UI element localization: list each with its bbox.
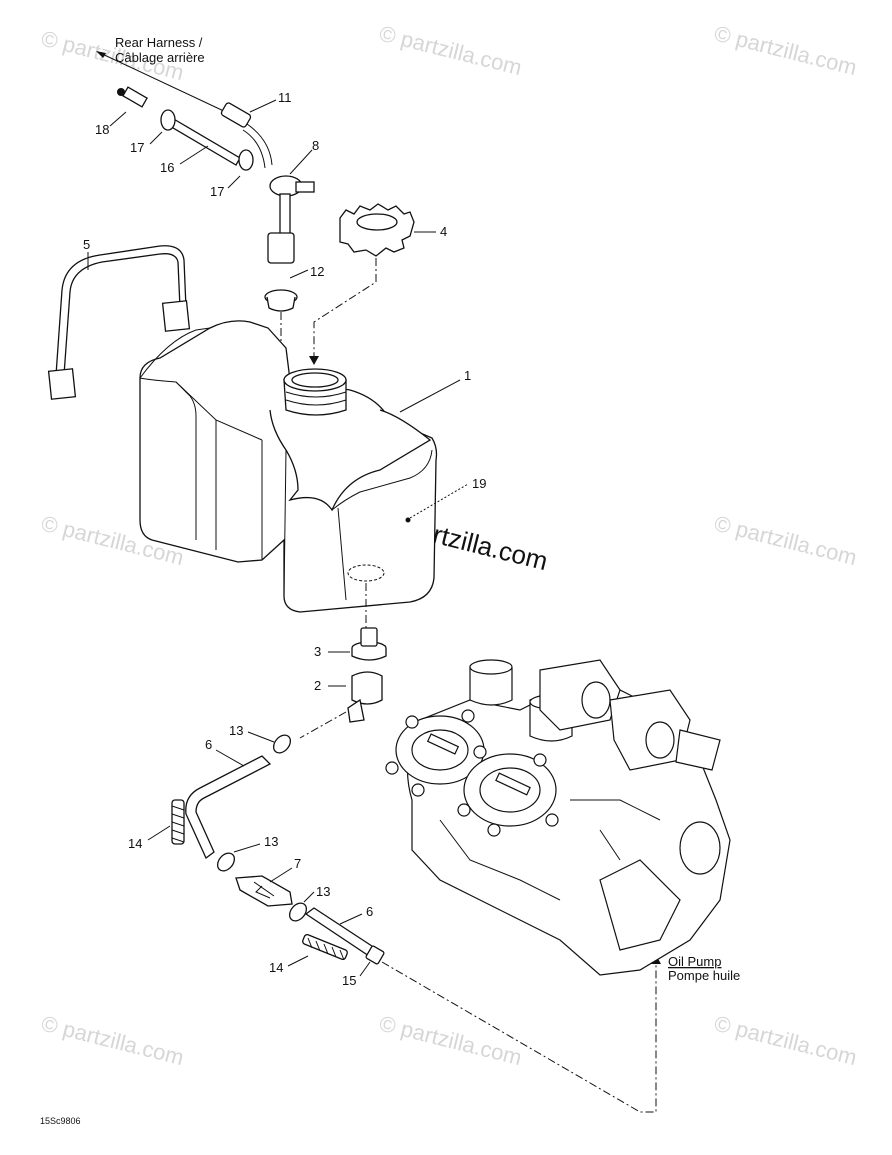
callout-6a: 6 <box>205 737 212 752</box>
vent-valve-8 <box>267 175 315 264</box>
dash-2-to-13 <box>299 711 347 739</box>
watermark-6: © partzilla.com <box>39 1011 187 1071</box>
engine <box>385 659 731 976</box>
watermark-7: © partzilla.com <box>377 1011 525 1071</box>
callout-3: 3 <box>314 644 321 659</box>
rear-harness-arrow <box>97 51 229 114</box>
connector-11 <box>220 102 273 169</box>
point-19 <box>405 517 411 523</box>
callout-19: 19 <box>472 476 486 491</box>
leader-19 <box>409 483 469 519</box>
strap-5 <box>47 245 191 400</box>
callout-5: 5 <box>83 237 90 252</box>
callout-16: 16 <box>160 160 174 175</box>
oil-pump-label: Oil Pump <box>668 954 721 969</box>
grommet-3 <box>351 627 387 661</box>
clamp-13b <box>216 852 236 872</box>
callout-13c: 13 <box>316 884 330 899</box>
hose-6a <box>185 755 272 860</box>
oil-pump-label-fr: Pompe huile <box>668 968 740 983</box>
callout-8: 8 <box>312 138 319 153</box>
callout-14a: 14 <box>128 836 142 851</box>
watermark-2: © partzilla.com <box>377 21 525 81</box>
rear-harness-label: Rear Harness / <box>115 35 203 50</box>
oil-tank-1 <box>139 320 438 613</box>
plug-18 <box>117 86 148 108</box>
vent-hose-16 <box>167 117 241 166</box>
watermark-5: © partzilla.com <box>712 511 860 571</box>
cap-4 <box>339 203 415 257</box>
clamp-17b <box>238 149 254 171</box>
callout-11: 11 <box>278 90 292 105</box>
filter-sleeve-14a <box>171 799 185 845</box>
callout-18: 18 <box>95 122 109 137</box>
clamp-13a <box>272 734 292 754</box>
callout-6b: 6 <box>366 904 373 919</box>
filter-sleeve-14b <box>302 934 348 961</box>
dash-4-to-tank <box>313 258 377 358</box>
arrow-4-to-tank <box>309 356 319 365</box>
callout-2: 2 <box>314 678 321 693</box>
elbow-fitting-2 <box>347 671 383 723</box>
rear-harness-arrowhead <box>96 51 106 58</box>
drawing-code: 15Sc9806 <box>40 1116 81 1126</box>
filter-7 <box>235 875 293 907</box>
callout-1: 1 <box>464 368 471 383</box>
callout-14b: 14 <box>269 960 283 975</box>
rear-harness-label-fr: Câblage arrière <box>115 50 205 65</box>
callout-4: 4 <box>440 224 447 239</box>
fitting-15 <box>365 945 385 965</box>
watermark-3: © partzilla.com <box>712 21 860 81</box>
callout-12: 12 <box>310 264 324 279</box>
dash-15-to-pump <box>381 961 657 1113</box>
grommet-12 <box>264 289 298 312</box>
callout-13a: 13 <box>229 723 243 738</box>
watermarks: © partzilla.com © partzilla.com © partzi… <box>39 21 860 1071</box>
watermark-8: © partzilla.com <box>712 1011 860 1071</box>
callout-15: 15 <box>342 973 356 988</box>
callout-17a: 17 <box>130 140 144 155</box>
callout-17b: 17 <box>210 184 224 199</box>
callout-7: 7 <box>294 856 301 871</box>
tank-bottom-port <box>347 564 385 582</box>
callouts: 1 2 3 4 5 6 6 7 8 11 12 13 13 13 14 14 1 <box>83 90 486 988</box>
clamp-13c <box>288 902 308 922</box>
clamp-17a <box>160 109 176 131</box>
callout-13b: 13 <box>264 834 278 849</box>
